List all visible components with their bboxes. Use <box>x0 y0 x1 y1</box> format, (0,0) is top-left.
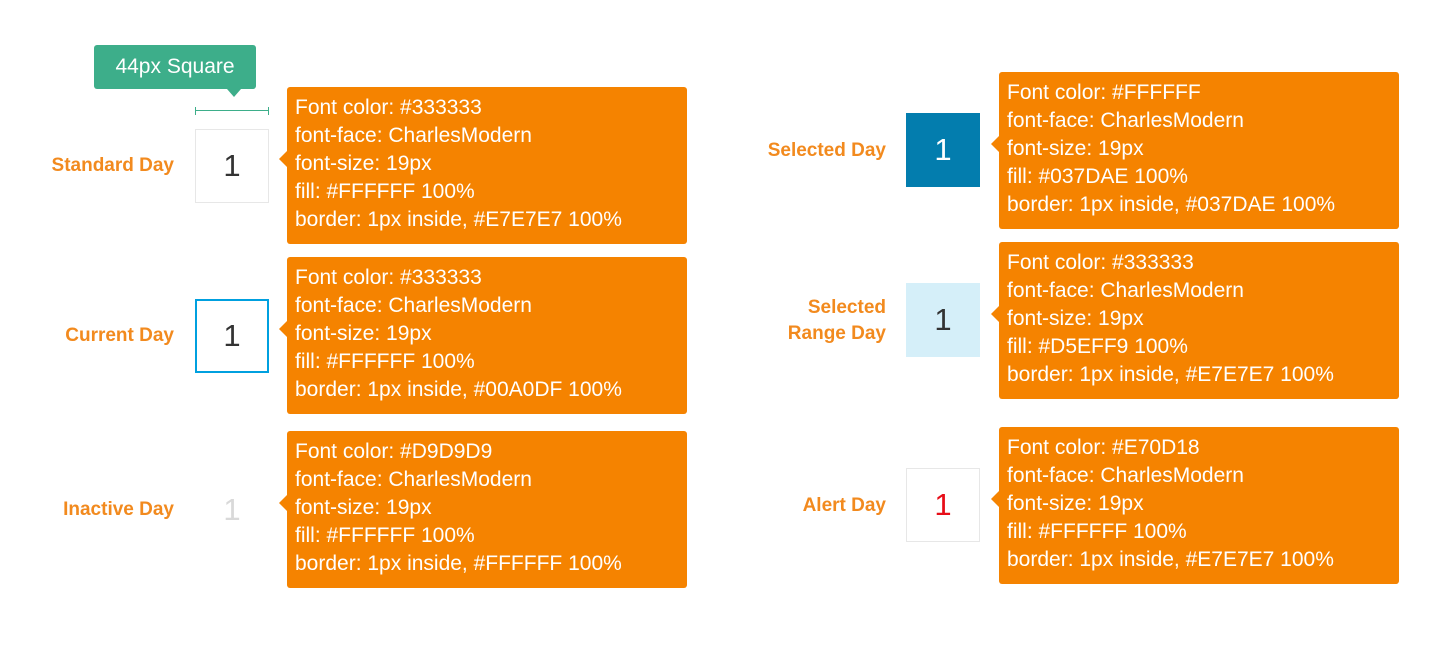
spec-line: font-size: 19px <box>295 322 432 345</box>
spec-line: border: 1px inside, #E7E7E7 100% <box>295 208 622 231</box>
standard-day-cell[interactable]: 1 <box>195 129 269 203</box>
size-tooltip: 44px Square <box>94 45 256 97</box>
spec-line: font-face: CharlesModern <box>1007 109 1244 132</box>
spec-line: font-size: 19px <box>295 496 432 519</box>
spec-line: border: 1px inside, #E7E7E7 100% <box>1007 548 1334 571</box>
standard-day-label: Standard Day <box>51 155 174 176</box>
spec-line: fill: #FFFFFF 100% <box>295 180 475 203</box>
label-line: Range Day <box>787 323 886 344</box>
spec-line: font-size: 19px <box>1007 137 1144 160</box>
spec-line: Font color: #D9D9D9 <box>295 440 493 463</box>
spec-line: Font color: #333333 <box>295 266 482 289</box>
spec-line: fill: #FFFFFF 100% <box>295 524 475 547</box>
spec-line: font-face: CharlesModern <box>295 468 532 491</box>
selected-day-cell[interactable]: 1 <box>906 113 980 187</box>
selected-day-label: Selected Day <box>767 140 886 161</box>
spec-line: font-size: 19px <box>295 152 432 175</box>
spec-line: border: 1px inside, #E7E7E7 100% <box>1007 363 1334 386</box>
spec-line: font-size: 19px <box>1007 307 1144 330</box>
spec-line: fill: #037DAE 100% <box>1007 165 1188 188</box>
standard-day-spec: Font color: #333333 font-face: CharlesMo… <box>279 87 687 244</box>
selected-range-day-spec: Font color: #333333 font-face: CharlesMo… <box>991 242 1399 399</box>
spec-line: font-face: CharlesModern <box>1007 279 1244 302</box>
spec-line: font-face: CharlesModern <box>1007 464 1244 487</box>
selected-day-spec: Font color: #FFFFFF font-face: CharlesMo… <box>991 72 1399 229</box>
selected-range-day-label: Selected Range Day <box>720 295 886 347</box>
alert-day-spec: Font color: #E70D18 font-face: CharlesMo… <box>991 427 1399 584</box>
spec-line: border: 1px inside, #037DAE 100% <box>1007 193 1336 216</box>
spec-line: font-size: 19px <box>1007 492 1144 515</box>
width-measure-indicator <box>195 107 269 115</box>
spec-line: font-face: CharlesModern <box>295 294 532 317</box>
label-line: Selected <box>807 297 886 318</box>
spec-line: fill: #FFFFFF 100% <box>295 350 475 373</box>
alert-day-cell[interactable]: 1 <box>906 468 980 542</box>
spec-line: fill: #D5EFF9 100% <box>1007 335 1188 358</box>
spec-line: border: 1px inside, #00A0DF 100% <box>295 378 622 401</box>
inactive-day-spec: Font color: #D9D9D9 font-face: CharlesMo… <box>279 431 687 588</box>
spec-line: fill: #FFFFFF 100% <box>1007 520 1187 543</box>
spec-line: Font color: #333333 <box>1007 251 1194 274</box>
inactive-day-label: Inactive Day <box>63 499 174 520</box>
current-day-spec: Font color: #333333 font-face: CharlesMo… <box>279 257 687 414</box>
current-day-label: Current Day <box>65 325 174 346</box>
selected-range-day-cell[interactable]: 1 <box>906 283 980 357</box>
inactive-day-cell: 1 <box>195 473 269 547</box>
spec-line: Font color: #333333 <box>295 96 482 119</box>
current-day-cell[interactable]: 1 <box>195 299 269 373</box>
spec-line: border: 1px inside, #FFFFFF 100% <box>295 552 622 575</box>
alert-day-label: Alert Day <box>802 495 886 516</box>
spec-line: font-face: CharlesModern <box>295 124 532 147</box>
spec-line: Font color: #FFFFFF <box>1007 81 1201 104</box>
spec-line: Font color: #E70D18 <box>1007 436 1200 459</box>
